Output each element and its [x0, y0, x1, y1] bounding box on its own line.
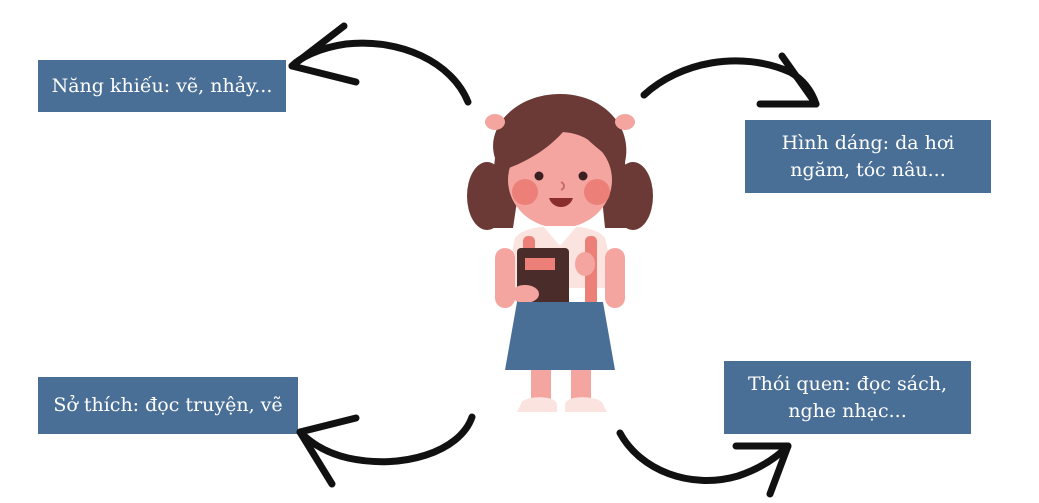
appearance-text-line1: Hình dáng: da hơi — [781, 131, 955, 154]
habit-text-line1: Thói quen: đọc sách, — [747, 372, 948, 395]
talent-text: Năng khiếu: vẽ, nhảy... — [51, 74, 273, 97]
appearance-label-box: Hình dáng: da hơi ngăm, tóc nâu... — [745, 120, 991, 193]
habit-text-line2: nghe nhạc... — [788, 399, 907, 422]
hobby-label-box: Sở thích: đọc truyện, vẽ — [38, 377, 298, 434]
appearance-text-line2: ngăm, tóc nâu... — [790, 158, 946, 181]
habit-label-box: Thói quen: đọc sách, nghe nhạc... — [724, 361, 971, 434]
girl-illustration — [467, 94, 653, 412]
hobby-text: Sở thích: đọc truyện, vẽ — [53, 394, 283, 416]
talent-label-box: Năng khiếu: vẽ, nhảy... — [38, 60, 286, 112]
